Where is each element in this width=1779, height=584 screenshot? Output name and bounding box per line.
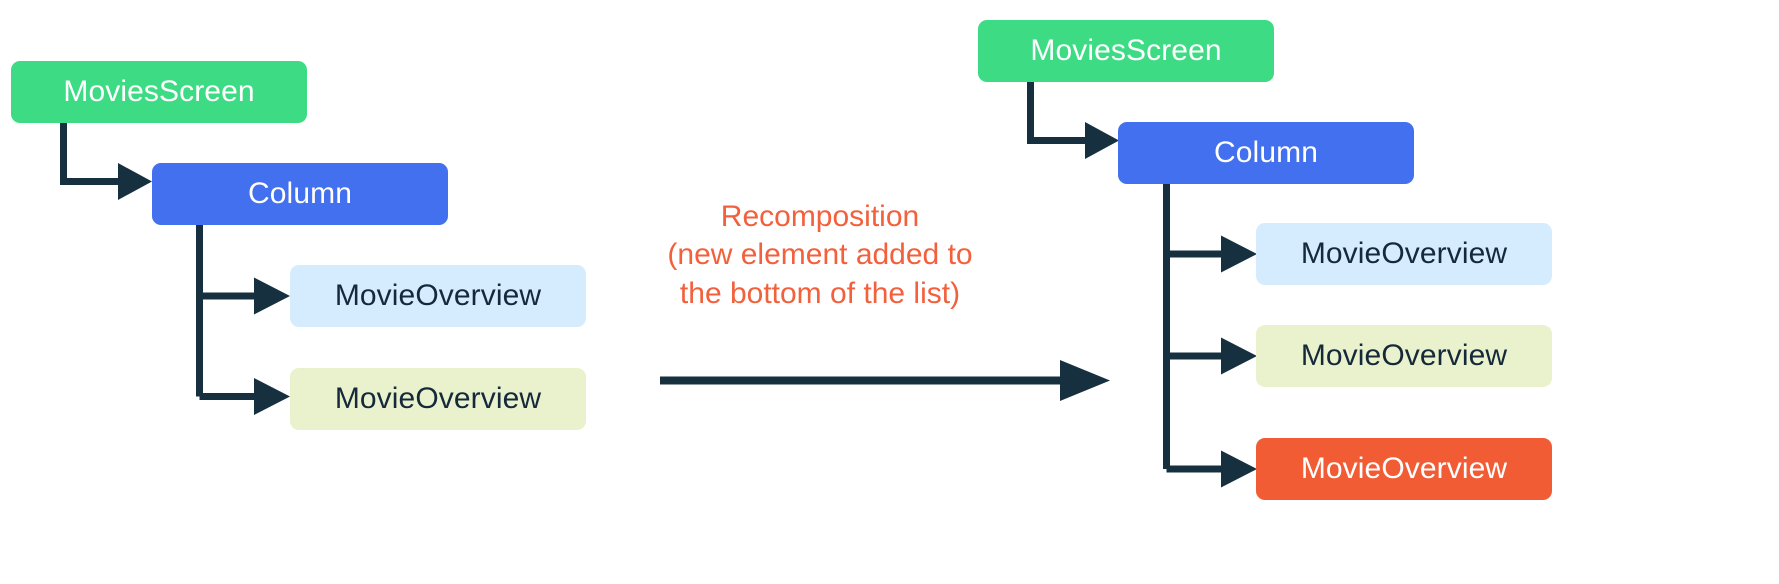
before-node-movie-overview-1: MovieOverview xyxy=(290,265,586,327)
before-node-column-label: Column xyxy=(248,177,352,210)
after-node-movie-overview-3: MovieOverview xyxy=(1256,438,1552,500)
after-node-column: Column xyxy=(1118,122,1414,184)
after-node-movie-overview-2-label: MovieOverview xyxy=(1300,339,1508,372)
before-node-movie-overview-2-label: MovieOverview xyxy=(334,382,542,415)
after-node-movie-overview-2: MovieOverview xyxy=(1256,325,1552,387)
after-connector-screen-to-column xyxy=(1027,82,1119,159)
after-node-movie-overview-3-label: MovieOverview xyxy=(1300,452,1508,485)
after-connector-column-to-children xyxy=(1163,184,1257,488)
transition-label-line-3: the bottom of the list) xyxy=(679,276,961,310)
transition-label: Recomposition (new element added to the … xyxy=(650,198,990,313)
before-node-movie-overview-2: MovieOverview xyxy=(290,368,586,430)
after-node-movie-overview-1-label: MovieOverview xyxy=(1300,237,1508,270)
right-arrow-icon xyxy=(660,360,1110,401)
before-connector-column-to-children xyxy=(196,225,290,415)
before-node-column: Column xyxy=(152,163,448,225)
before-node-movie-overview-1-label: MovieOverview xyxy=(334,279,542,312)
before-connector-screen-to-column xyxy=(60,123,152,200)
after-node-column-label: Column xyxy=(1214,136,1318,169)
transition-label-line-2: (new element added to xyxy=(667,238,973,272)
after-node-movie-overview-1: MovieOverview xyxy=(1256,223,1552,285)
after-node-movies-screen: MoviesScreen xyxy=(978,20,1274,82)
before-node-movies-screen-label: MoviesScreen xyxy=(63,75,255,108)
transition-label-line-1: Recomposition xyxy=(720,200,920,233)
before-node-movies-screen: MoviesScreen xyxy=(11,61,307,123)
after-node-movies-screen-label: MoviesScreen xyxy=(1030,34,1222,67)
